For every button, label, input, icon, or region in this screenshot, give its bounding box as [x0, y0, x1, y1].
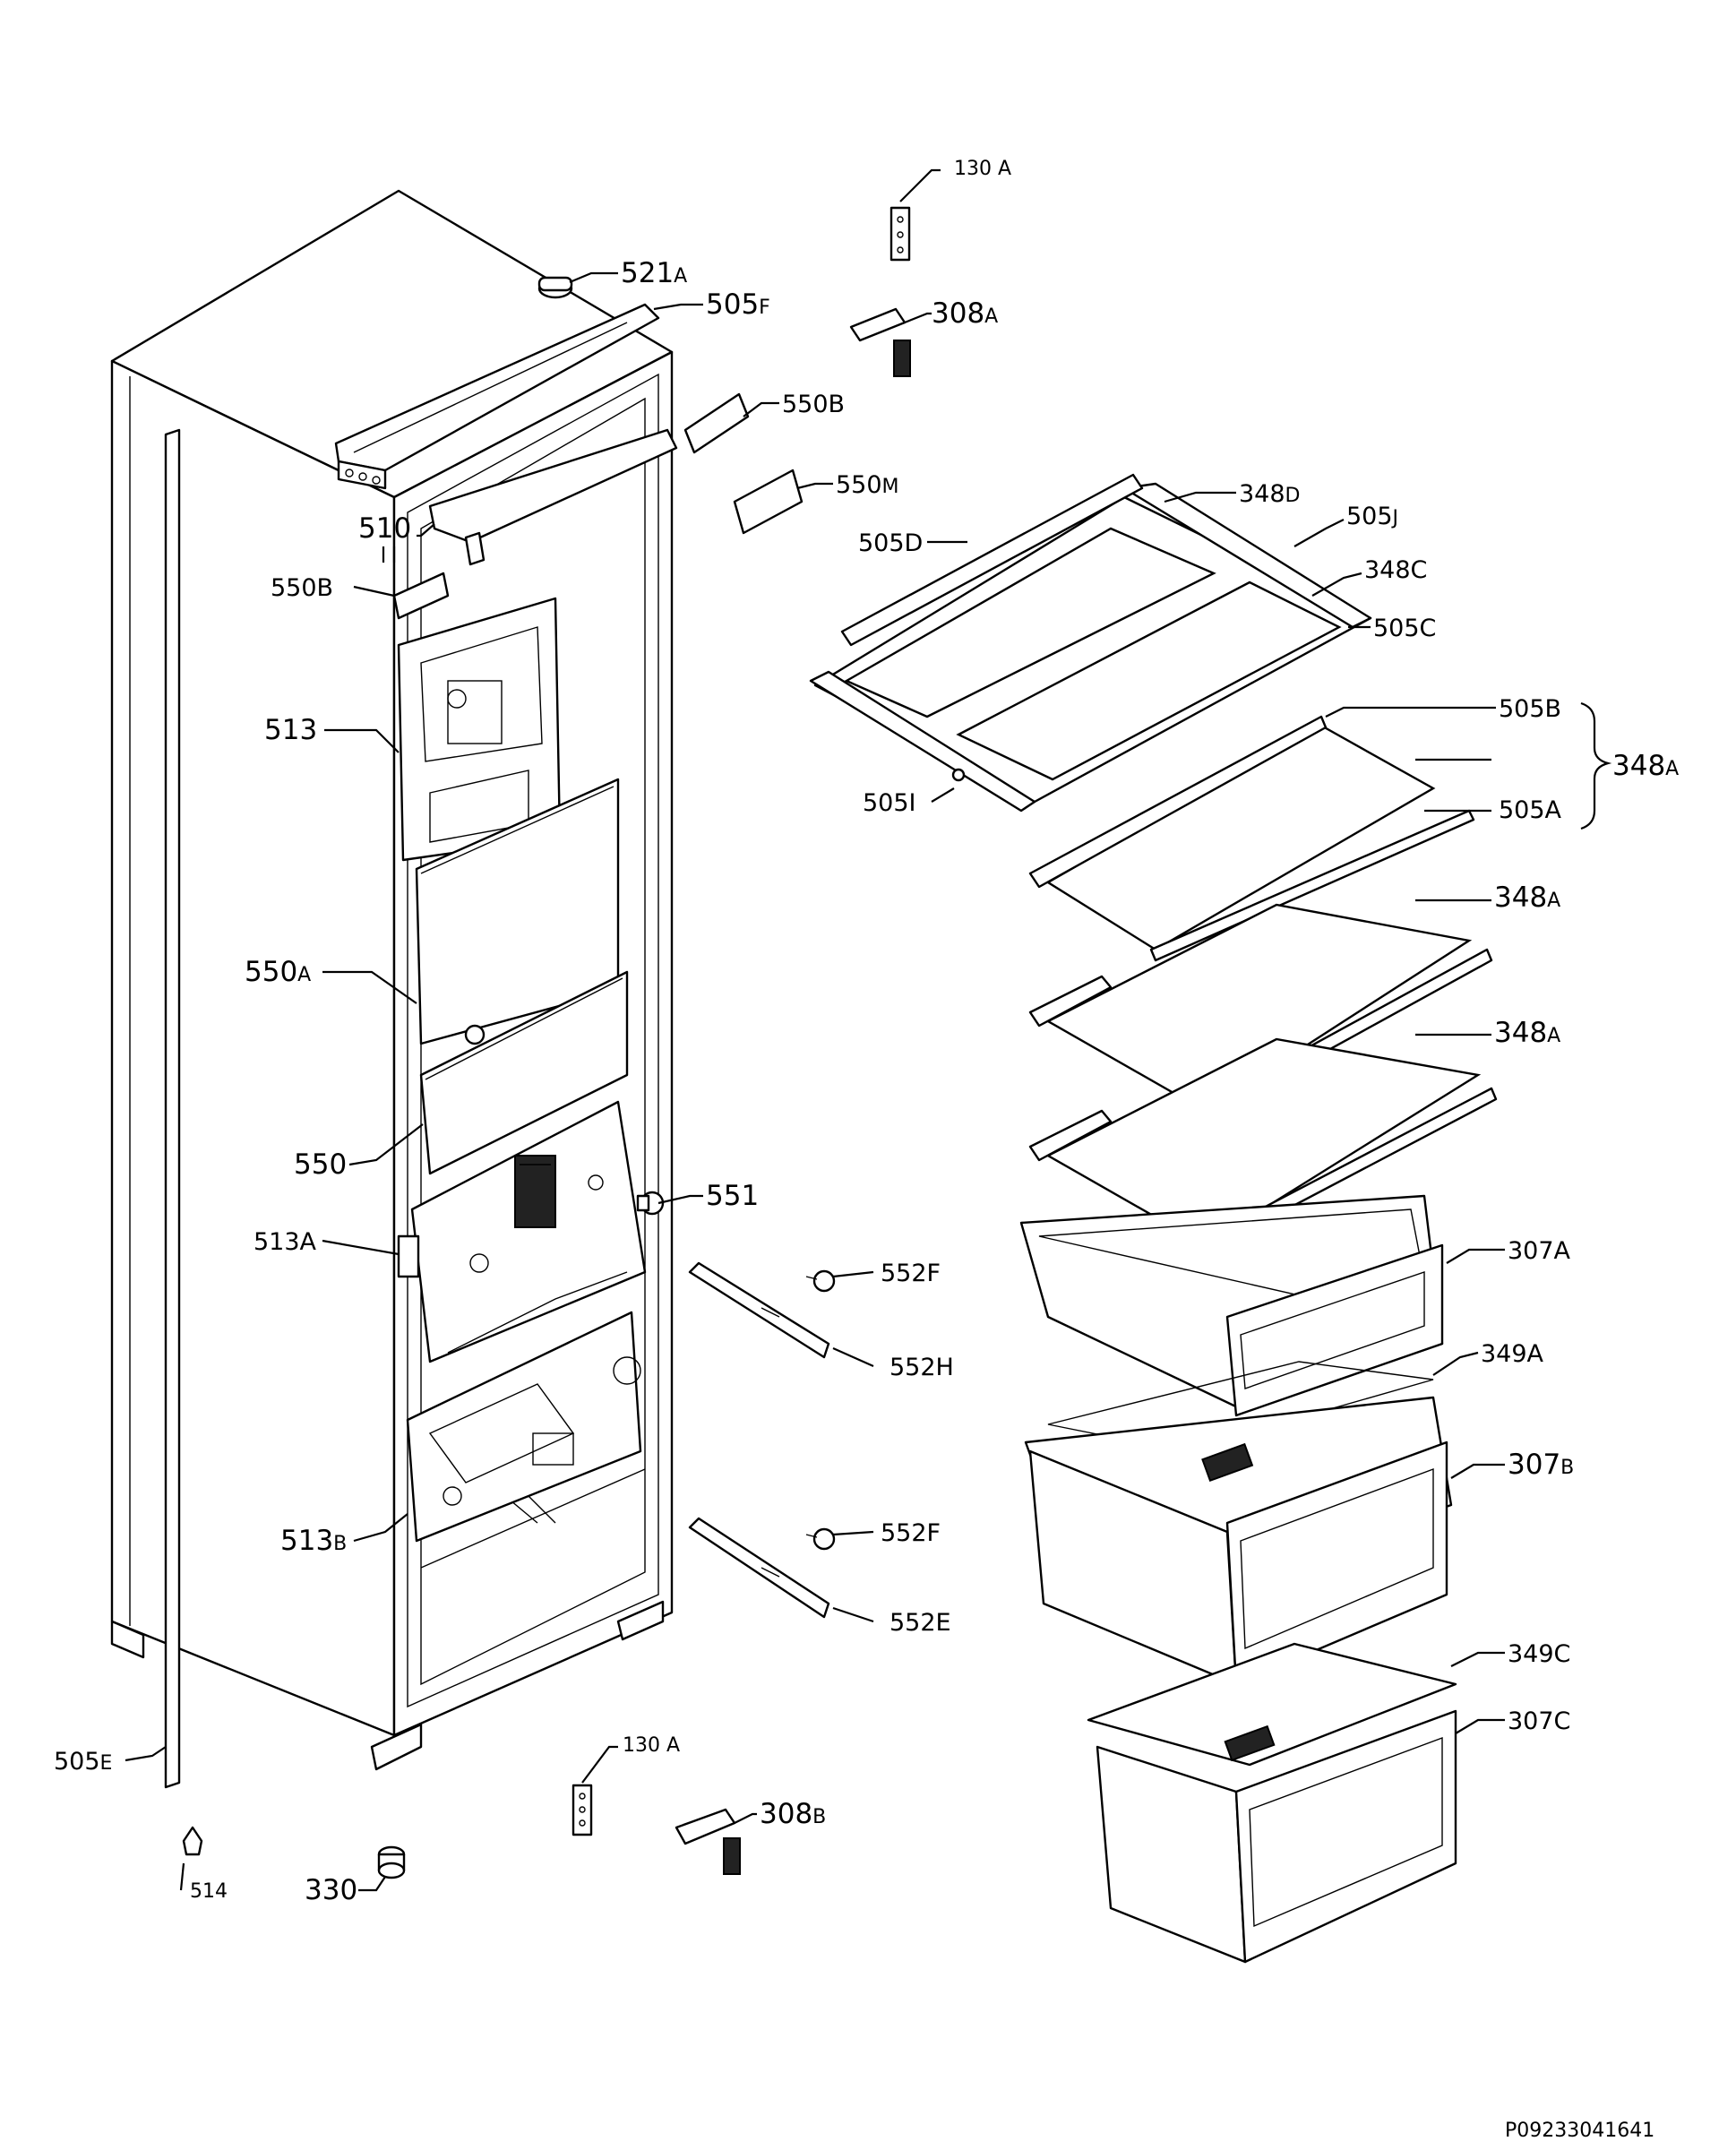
label-348A-3: 348: [1494, 1017, 1547, 1049]
hinge-308A: [849, 307, 911, 377]
label-505F-suffix: F: [759, 297, 770, 319]
svg-text:348A: 348A: [1494, 1017, 1560, 1049]
label-349C: 349C: [1508, 1640, 1570, 1668]
plate-550M: [733, 469, 804, 535]
label-510: 510: [358, 512, 411, 545]
label-550M: 550: [836, 471, 882, 499]
label-505F: 505: [706, 288, 759, 321]
label-308A: 308: [932, 297, 984, 330]
svg-text:307B: 307B: [1508, 1449, 1574, 1481]
label-505E-suffix: E: [100, 1752, 113, 1775]
label-308B-suffix: B: [812, 1806, 826, 1828]
brace-348A-group: [1580, 701, 1612, 830]
label-307C: 307C: [1508, 1707, 1570, 1735]
svg-text:513B: 513B: [280, 1525, 347, 1557]
cover-550: [419, 970, 629, 1175]
label-505D: 505D: [858, 529, 923, 557]
label-505C: 505C: [1373, 615, 1436, 642]
label-513B: 513: [280, 1525, 333, 1557]
svg-text:348A: 348A: [1494, 882, 1560, 914]
label-307B-suffix: B: [1560, 1457, 1574, 1479]
label-551: 551: [706, 1180, 759, 1212]
hinge-308B: [675, 1808, 741, 1875]
footer-code: P09233041641: [1505, 2120, 1654, 2142]
label-550A-suffix: A: [297, 964, 311, 986]
label-505J-suffix: J: [1391, 507, 1399, 529]
label-513B-suffix: B: [333, 1533, 347, 1555]
drawer-307B: [1024, 1361, 1453, 1686]
top-rail-505F: [334, 303, 660, 490]
labels: 130 A 308A 521A 505F 550B 550M 510 550B …: [54, 158, 1679, 2142]
spacer-330: [377, 1845, 406, 1879]
svg-text:308B: 308B: [760, 1798, 826, 1830]
label-308B: 308: [760, 1798, 812, 1830]
label-348A-brace: 348: [1612, 750, 1665, 782]
svg-text:505F: 505F: [706, 288, 770, 321]
bracket-130A-top: [889, 206, 911, 262]
split-shelf-348C-348D: [809, 473, 1372, 813]
rail-552E: [688, 1517, 830, 1619]
label-307B: 307: [1508, 1449, 1560, 1481]
label-505J: 505: [1346, 503, 1393, 530]
label-521A-suffix: A: [674, 265, 687, 288]
fastener-552F-top: [805, 1269, 836, 1293]
bracket-130A-bottom: [572, 1784, 593, 1836]
duct-513A: [397, 1100, 647, 1363]
label-505E: 505: [54, 1748, 100, 1776]
svg-text:550A: 550A: [245, 956, 311, 988]
label-550B-left: 550B: [271, 574, 333, 602]
label-550: 550: [294, 1148, 347, 1181]
label-514: 514: [190, 1880, 228, 1903]
label-348A-3-suffix: A: [1547, 1025, 1560, 1047]
label-550M-suffix: M: [882, 476, 899, 498]
label-348A-brace-suffix: A: [1665, 758, 1679, 780]
label-552H: 552H: [889, 1354, 954, 1381]
svg-text:521A: 521A: [621, 257, 687, 289]
svg-text:505E: 505E: [54, 1748, 112, 1776]
label-505A: 505A: [1499, 796, 1562, 824]
leader-lines: [125, 168, 1505, 1892]
label-308A-suffix: A: [984, 305, 998, 328]
label-348D: 348: [1239, 480, 1285, 508]
svg-text:308A: 308A: [932, 297, 998, 330]
foot-514: [182, 1826, 203, 1856]
svg-text:505J: 505J: [1346, 503, 1398, 530]
drawer-307A: [1019, 1194, 1444, 1417]
label-348A-2: 348: [1494, 882, 1547, 914]
plate-550B-top: [683, 392, 750, 454]
label-552E: 552E: [889, 1609, 951, 1637]
label-513: 513: [264, 714, 317, 746]
fastener-552F-bottom: [805, 1527, 836, 1551]
label-505I: 505I: [863, 789, 916, 817]
label-513A: 513A: [254, 1228, 317, 1256]
label-348D-suffix: D: [1285, 485, 1301, 507]
rail-552H: [688, 1261, 830, 1359]
label-348C: 348C: [1364, 556, 1427, 584]
label-330: 330: [305, 1874, 357, 1906]
svg-text:550M: 550M: [836, 471, 899, 499]
plate-550B-left: [392, 572, 450, 620]
label-307A: 307A: [1508, 1237, 1571, 1265]
label-505B: 505B: [1499, 695, 1561, 723]
label-550B-top: 550B: [782, 391, 845, 418]
knob-551: [636, 1191, 665, 1216]
glass-shelf-348A-1: [1028, 715, 1475, 962]
label-521A: 521: [621, 257, 674, 289]
label-348A-2-suffix: A: [1547, 890, 1560, 912]
label-552F-bottom: 552F: [881, 1519, 941, 1547]
drawer-307C: [1087, 1642, 1457, 1964]
label-349A: 349A: [1481, 1340, 1544, 1368]
duct-513B: [406, 1311, 642, 1543]
svg-text:348D: 348D: [1239, 480, 1301, 508]
label-130A-top: 130 A: [954, 158, 1011, 180]
label-130A-bottom: 130 A: [623, 1734, 680, 1757]
label-550A: 550: [245, 956, 297, 988]
label-552F-top: 552F: [881, 1260, 941, 1287]
svg-text:348A: 348A: [1612, 750, 1679, 782]
cap-521A: [537, 276, 573, 299]
